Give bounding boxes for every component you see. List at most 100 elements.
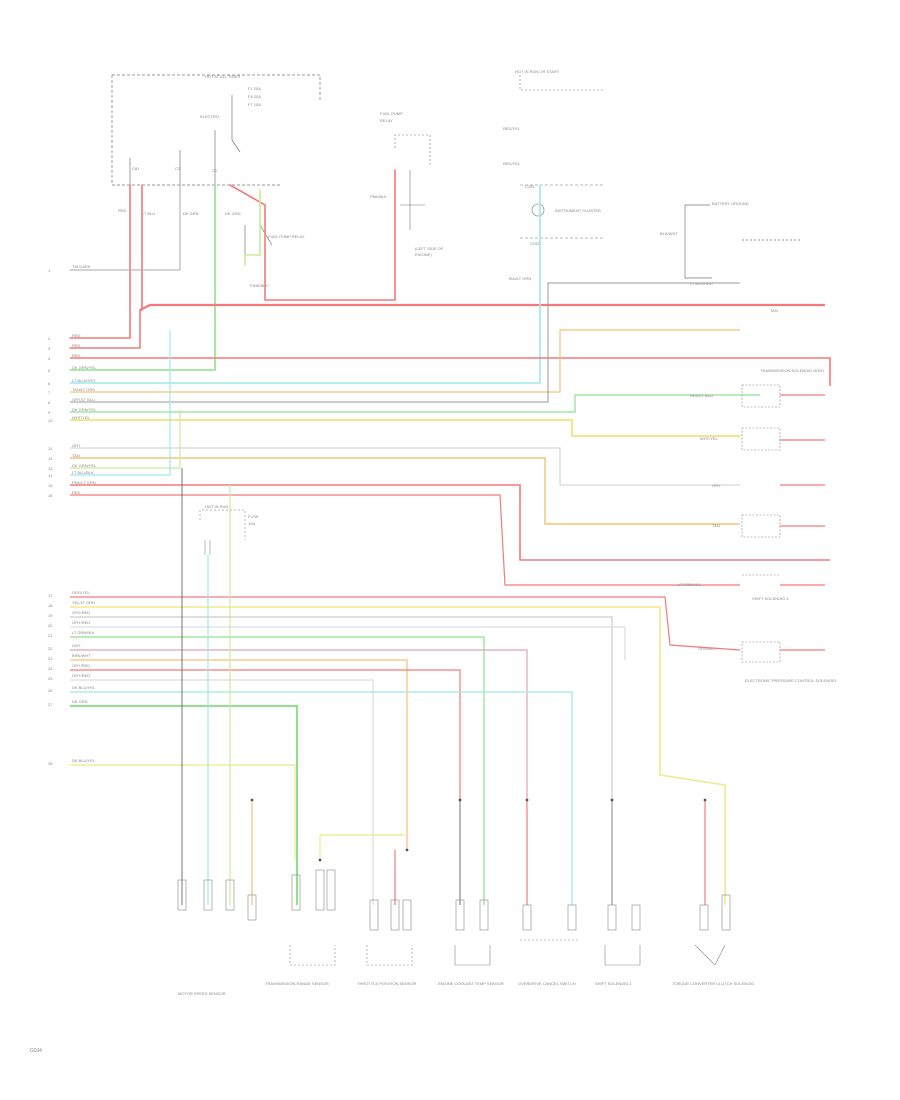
right-labels: TRANSMISSION SOLENOID BODY SHIFT SOLENOI… <box>678 368 836 683</box>
svg-text:28: 28 <box>48 761 53 766</box>
wire-run-vertical <box>69 169 396 371</box>
svg-text:19: 19 <box>48 613 53 618</box>
svg-text:HOT IN RUN: HOT IN RUN <box>205 504 228 509</box>
instrument-cluster-fuse <box>519 75 605 239</box>
bottom-component-labels: MOTOR SPEED SENSOR TRANSMISSION RANGE SE… <box>178 981 754 996</box>
svg-text:LT GRN/BLK: LT GRN/BLK <box>72 630 95 635</box>
svg-text:GRY/LT BLU: GRY/LT BLU <box>72 397 95 402</box>
svg-text:TAN: TAN <box>770 308 778 313</box>
svg-text:7: 7 <box>48 390 51 395</box>
svg-text:RED: RED <box>72 333 81 338</box>
wire-run-horizontal <box>70 185 831 586</box>
svg-text:WHT/YEL: WHT/YEL <box>700 436 719 441</box>
throttle-sensor-label: THROTTLE POSITION SENSOR <box>357 981 416 986</box>
fuel-pump-relay-label: FUEL PUMP RELAY <box>268 234 305 239</box>
svg-text:RED: RED <box>118 208 127 213</box>
svg-text:RED: RED <box>72 353 81 358</box>
svg-text:C81: C81 <box>132 166 140 171</box>
svg-text:(LEFT SIDE OF: (LEFT SIDE OF <box>415 246 444 251</box>
right-stubs <box>740 303 825 651</box>
svg-text:22: 22 <box>48 646 53 651</box>
svg-text:GRY/RED: GRY/RED <box>72 673 90 678</box>
svg-text:F7 15A: F7 15A <box>248 102 261 107</box>
hot-at-all-times-label: HOT AT ALL TIMES <box>205 74 240 79</box>
svg-text:C1: C1 <box>212 168 218 173</box>
svg-text:26: 26 <box>48 688 53 693</box>
bottom-connectors <box>177 869 731 966</box>
battery-labels: BATTERY GROUND BLK/WHT LT BLU/RED TAN <box>660 201 778 313</box>
shift-solenoid-2-label: SHIFT SOLENOID 2 <box>752 596 789 601</box>
battery-ground <box>684 204 800 279</box>
svg-text:LT GRN/YEL: LT GRN/YEL <box>678 582 702 587</box>
svg-text:DK BLU/YEL: DK BLU/YEL <box>72 685 96 690</box>
svg-text:GRY: GRY <box>72 443 81 448</box>
svg-text:GRY/RED: GRY/RED <box>72 620 90 625</box>
svg-text:25: 25 <box>48 676 53 681</box>
svg-text:11: 11 <box>48 446 53 451</box>
svg-text:21: 21 <box>48 633 53 638</box>
bottom-connector-dots <box>250 798 707 862</box>
left-wire-labels: T/B DARK RED RED RED DK GRN/YEL LT BLU/O… <box>72 264 97 495</box>
svg-text:20: 20 <box>48 623 53 628</box>
svg-text:12: 12 <box>48 456 53 461</box>
svg-text:DK GRN/YEL: DK GRN/YEL <box>72 365 97 370</box>
instrument-cluster-labels: HOT IN RUN OR START RED/YEL RED/YEL C251… <box>503 69 601 281</box>
svg-text:23: 23 <box>48 656 53 661</box>
svg-text:PINK/BLK: PINK/BLK <box>250 283 268 288</box>
svg-text:BRN/WHT: BRN/WHT <box>72 653 91 658</box>
svg-text:LT BLU: LT BLU <box>142 211 155 216</box>
coolant-sensor-label: ENGINE COOLANT TEMP SENSOR <box>438 981 504 986</box>
svg-text:LT BLU/ORG: LT BLU/ORG <box>72 378 95 383</box>
lower-wire-group <box>70 468 741 905</box>
svg-text:BLK/WHT: BLK/WHT <box>660 231 678 236</box>
svg-text:RED/YEL: RED/YEL <box>503 126 521 131</box>
svg-text:YEL/LT GRN: YEL/LT GRN <box>72 600 95 605</box>
mid-fuse <box>199 509 246 555</box>
svg-text:6: 6 <box>48 381 51 386</box>
svg-text:RED/YEL: RED/YEL <box>503 161 521 166</box>
tcc-solenoid-label: TORQUE CONVERTER CLUTCH SOLENOID <box>672 981 754 986</box>
svg-text:GRY: GRY <box>72 643 81 648</box>
svg-text:WHT/YEL: WHT/YEL <box>72 415 91 420</box>
svg-text:ENGINE): ENGINE) <box>415 252 432 257</box>
instrument-cluster-label: INSTRUMENT CLUSTER <box>555 208 601 213</box>
svg-text:2: 2 <box>48 336 51 341</box>
svg-text:10: 10 <box>48 418 53 423</box>
svg-text:F1 25A: F1 25A <box>248 86 261 91</box>
svg-text:F5 20A: F5 20A <box>248 94 261 99</box>
shift-solenoid-1-label: SHIFT SOLENOID 1 <box>595 981 632 986</box>
svg-text:13: 13 <box>48 466 53 471</box>
hot-in-run-label: HOT IN RUN OR START <box>515 69 560 74</box>
svg-text:GRY/RED: GRY/RED <box>72 663 90 668</box>
solenoid-body-label: TRANSMISSION SOLENOID BODY <box>760 368 825 373</box>
svg-text:PNK/BLK: PNK/BLK <box>370 194 387 199</box>
svg-text:RED: RED <box>72 343 81 348</box>
right-solenoids <box>741 384 781 663</box>
svg-text:16: 16 <box>48 493 53 498</box>
svg-text:RELAY: RELAY <box>380 118 393 123</box>
fuse-box-labels: HOT AT ALL TIMES F1 25A F5 20A F7 15A EL… <box>118 74 305 288</box>
svg-text:LT BLU/BLK: LT BLU/BLK <box>72 470 94 475</box>
svg-text:C252: C252 <box>530 241 540 246</box>
svg-text:GRY: GRY <box>712 483 721 488</box>
svg-text:15: 15 <box>48 483 53 488</box>
battery-label: BATTERY GROUND <box>712 201 749 206</box>
svg-text:RED/LT BLU: RED/LT BLU <box>690 393 713 398</box>
svg-text:C3: C3 <box>175 166 181 171</box>
svg-text:ORG/YEL: ORG/YEL <box>72 590 91 595</box>
svg-text:DK GRN/YEL: DK GRN/YEL <box>72 407 97 412</box>
svg-text:TAN: TAN <box>712 523 720 528</box>
svg-text:DK GRN/YEL: DK GRN/YEL <box>72 463 97 468</box>
svg-text:10A: 10A <box>248 521 255 526</box>
svg-text:C251: C251 <box>525 184 535 189</box>
svg-text:8: 8 <box>48 400 51 405</box>
svg-text:TAN/LT GRN: TAN/LT GRN <box>72 387 95 392</box>
svg-text:1: 1 <box>48 268 51 273</box>
center-relay <box>394 134 431 230</box>
svg-text:ELECTRO: ELECTRO <box>200 114 219 119</box>
svg-text:DK GRN: DK GRN <box>183 211 199 216</box>
center-relay-labels: FUEL PUMP RELAY PNK/BLK (LEFT SIDE OF EN… <box>370 111 444 257</box>
svg-text:GRY/RED: GRY/RED <box>72 610 90 615</box>
footer-code: G0J4 <box>30 1048 42 1054</box>
